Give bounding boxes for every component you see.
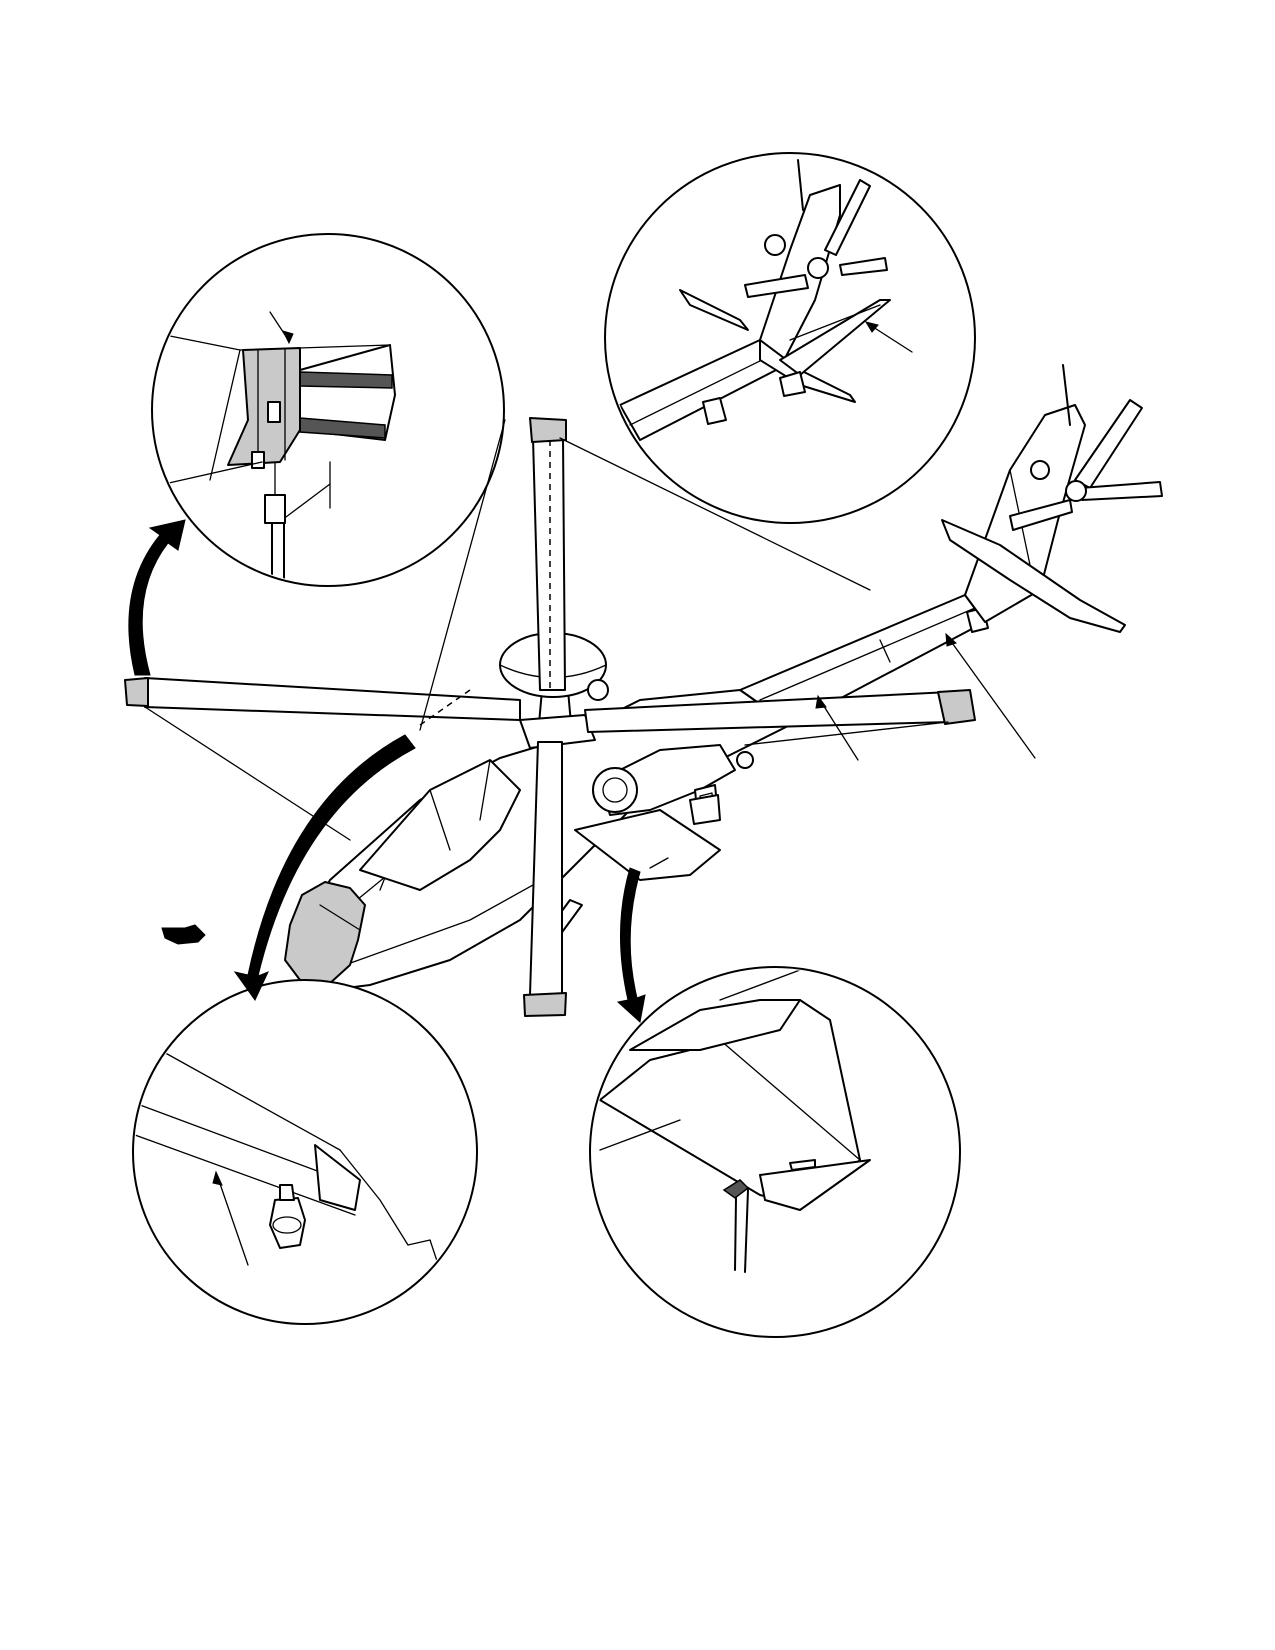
detail-nose-tiedown <box>132 979 478 1325</box>
nose-sensor-cover <box>284 881 366 986</box>
tail-rotor-blade-up <box>1074 399 1143 489</box>
tail-rotor-blade-left <box>1009 499 1073 531</box>
helicopter-main-view <box>124 364 1163 1017</box>
arrow-to-upper-left-detail <box>128 519 186 676</box>
tiedown-ring-nut <box>269 1197 306 1249</box>
arrow-to-lower-right-detail <box>616 867 646 1023</box>
detail-wing-tiedown <box>589 966 961 1338</box>
detail-tail-tiedown <box>604 152 976 524</box>
canopy <box>359 759 521 891</box>
detail-blade-tip-boot <box>151 233 505 587</box>
blade-tip-boot <box>227 347 301 466</box>
main-rotor-blade-left <box>144 677 521 721</box>
forward-pointer-hand-icon <box>161 924 206 945</box>
wing-tiedown-strap-tab <box>722 1179 750 1199</box>
rotor-hub <box>519 714 596 749</box>
tail-tiedown-fitting-detail <box>702 397 727 425</box>
arrow-to-lower-left-detail <box>233 734 416 1001</box>
curved-arrows <box>128 519 646 1023</box>
stabilator <box>941 519 1126 633</box>
